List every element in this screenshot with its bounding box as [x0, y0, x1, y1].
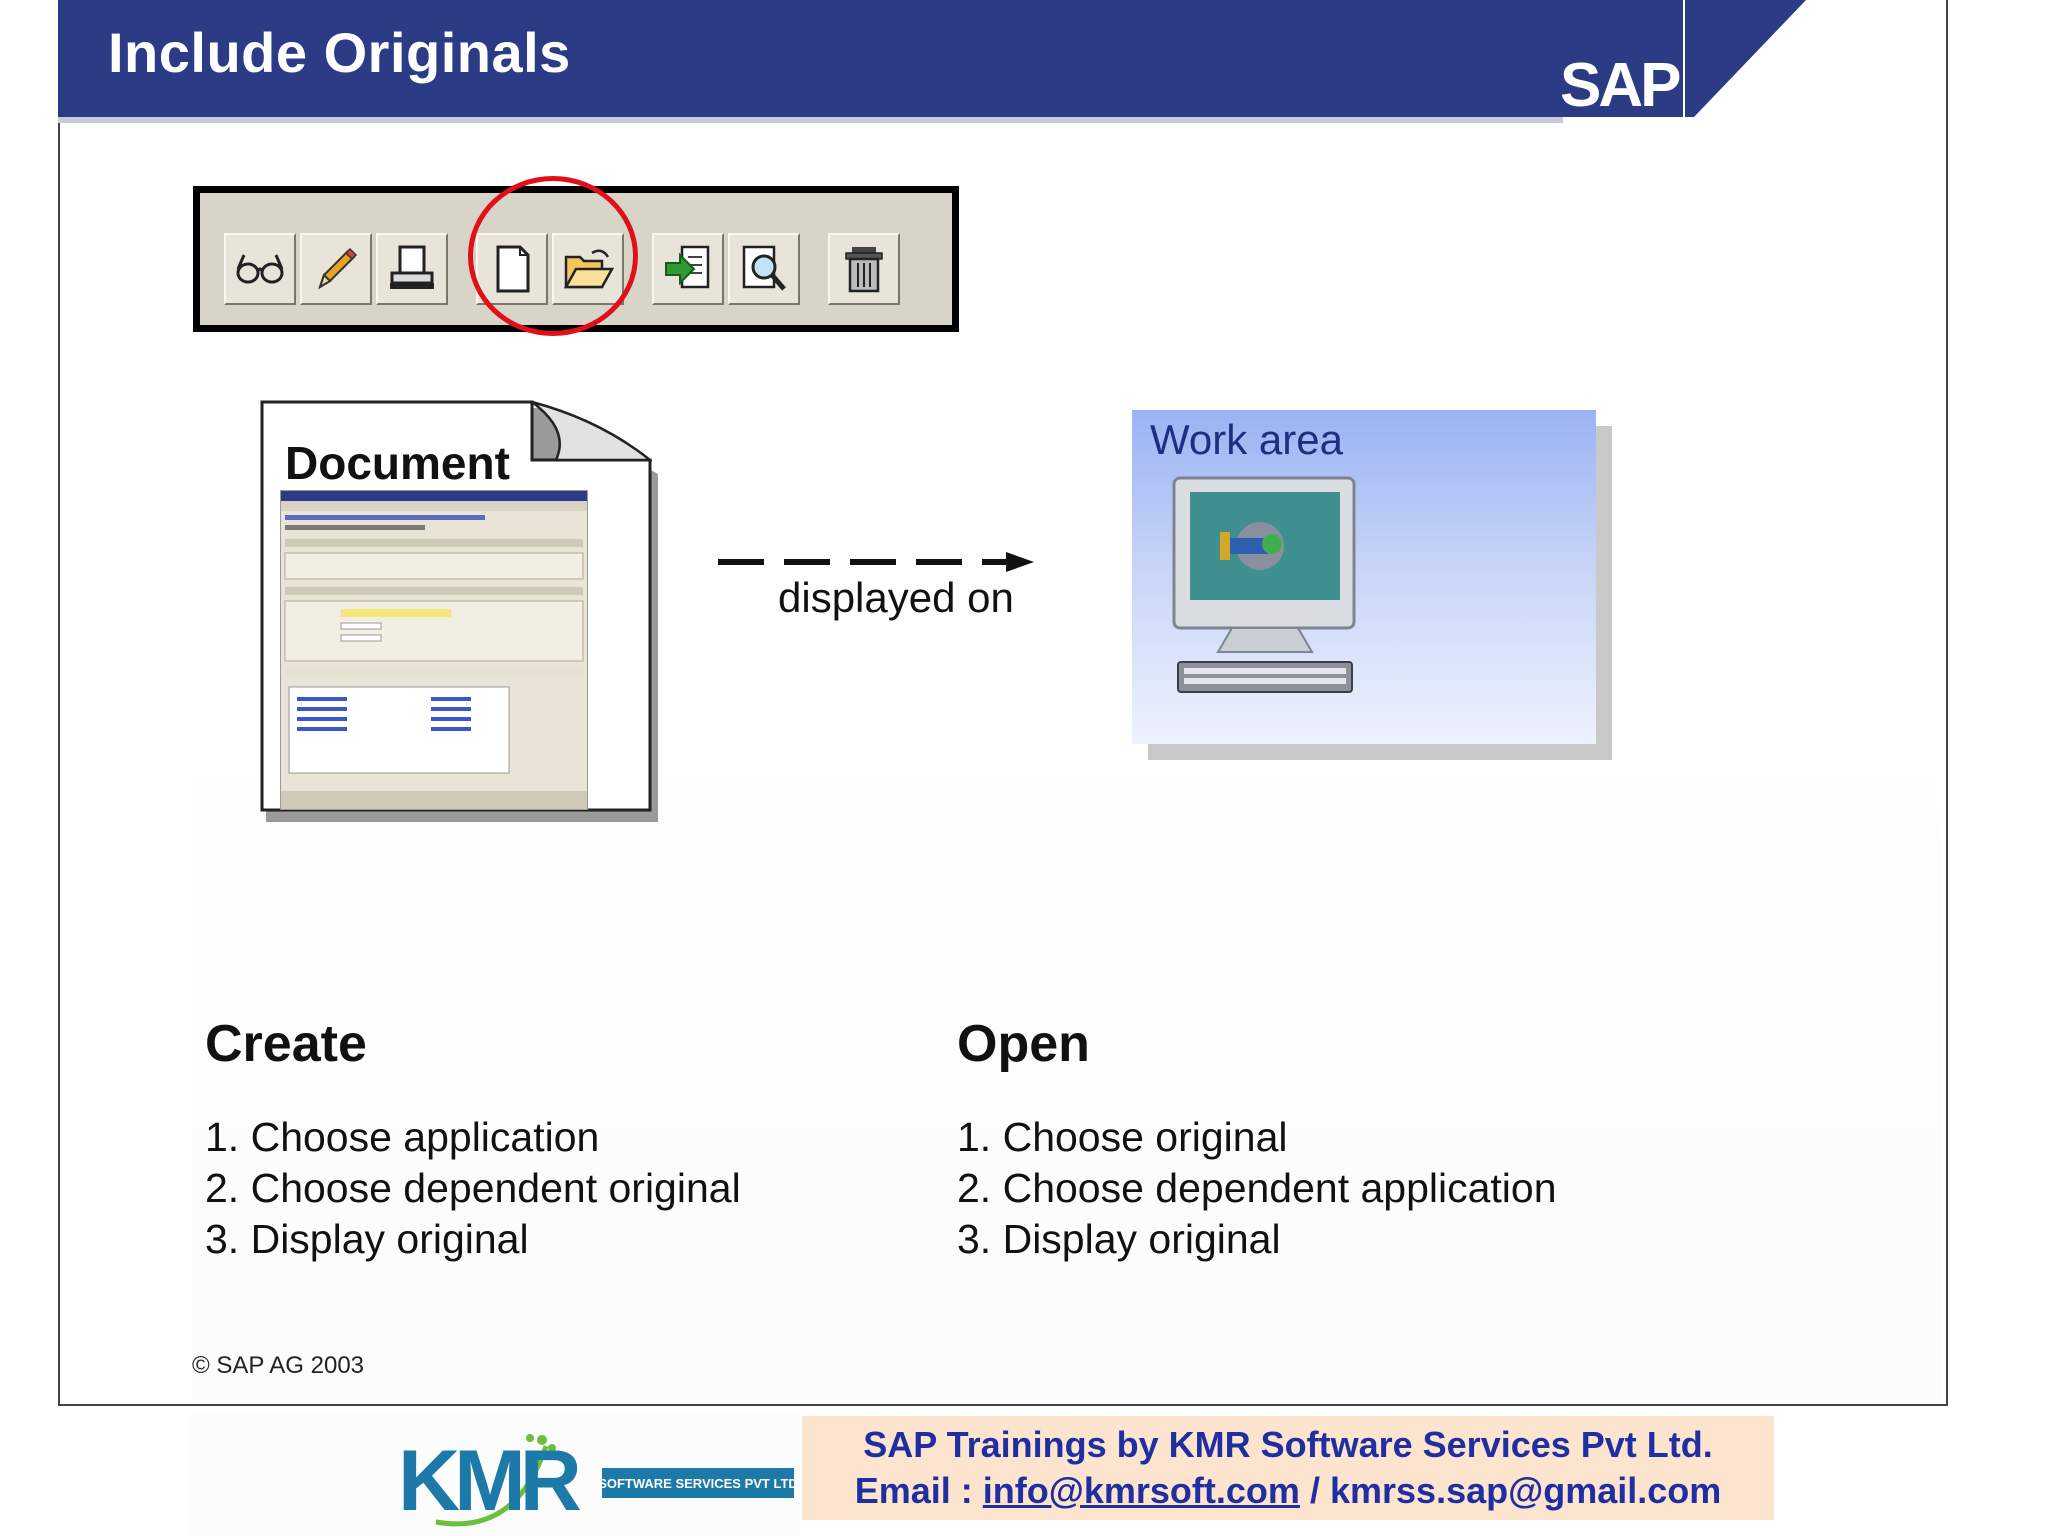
pencil-icon [318, 247, 358, 290]
sap-logo-text: SAP [1560, 51, 1681, 120]
delete-button[interactable] [828, 233, 900, 305]
sap-logo [1562, 0, 1806, 117]
print-button[interactable] [376, 233, 448, 305]
create-step-3: 3. Display original [205, 1216, 529, 1262]
title-bar-shadow [58, 117, 1563, 123]
document-screenshot [280, 490, 588, 810]
footer-banner [802, 1416, 1774, 1520]
checkin-icon [665, 245, 710, 289]
page-title: Include Originals [108, 21, 571, 84]
email-secondary: kmrss.sap@gmail.com [1329, 1470, 1722, 1511]
create-step-1: 1. Choose application [205, 1114, 600, 1160]
footer-email-line: Email : info@kmrsoft.com / kmrss.sap@gma… [802, 1470, 1774, 1512]
create-steps: 1. Choose application 2. Choose dependen… [205, 1112, 741, 1265]
open-steps: 1. Choose original 2. Choose dependent a… [957, 1112, 1557, 1265]
trash-icon [845, 247, 883, 293]
search-magnifier-icon [742, 245, 786, 291]
create-step-2: 2. Choose dependent original [205, 1165, 741, 1211]
kmr-logo-text: KMR [398, 1433, 581, 1529]
change-button[interactable] [300, 233, 372, 305]
open-heading: Open [957, 1015, 1090, 1073]
checkin-button[interactable] [652, 233, 724, 305]
kmr-logo-subtext: SOFTWARE SERVICES PVT LTD [598, 1476, 796, 1491]
computer-monitor-icon [1172, 476, 1356, 693]
copyright-notice: © SAP AG 2003 [192, 1352, 365, 1379]
footer-training-text: SAP Trainings by KMR Software Services P… [863, 1424, 1713, 1465]
dashed-arrow [718, 552, 1034, 572]
open-step-3: 3. Display original [957, 1216, 1281, 1262]
create-heading: Create [205, 1015, 367, 1073]
display-button[interactable] [224, 233, 296, 305]
arrow-label: displayed on [778, 574, 1014, 621]
title-bar [58, 0, 1563, 117]
printer-icon [390, 245, 434, 289]
highlight-circle [468, 176, 638, 336]
footer-email-label: Email : [854, 1470, 973, 1511]
email-link-primary[interactable]: info@kmrsoft.com [982, 1470, 1300, 1511]
open-step-2: 2. Choose dependent application [957, 1165, 1557, 1211]
footer-email-separator: / [1309, 1470, 1320, 1511]
document-label: Document [285, 437, 510, 489]
kmr-logo: KMR SOFTWARE SERVICES PVT LTD [398, 1433, 796, 1529]
work-area-label: Work area [1150, 416, 1343, 463]
find-button[interactable] [728, 233, 800, 305]
open-step-1: 1. Choose original [957, 1114, 1288, 1160]
glasses-icon [236, 254, 284, 284]
